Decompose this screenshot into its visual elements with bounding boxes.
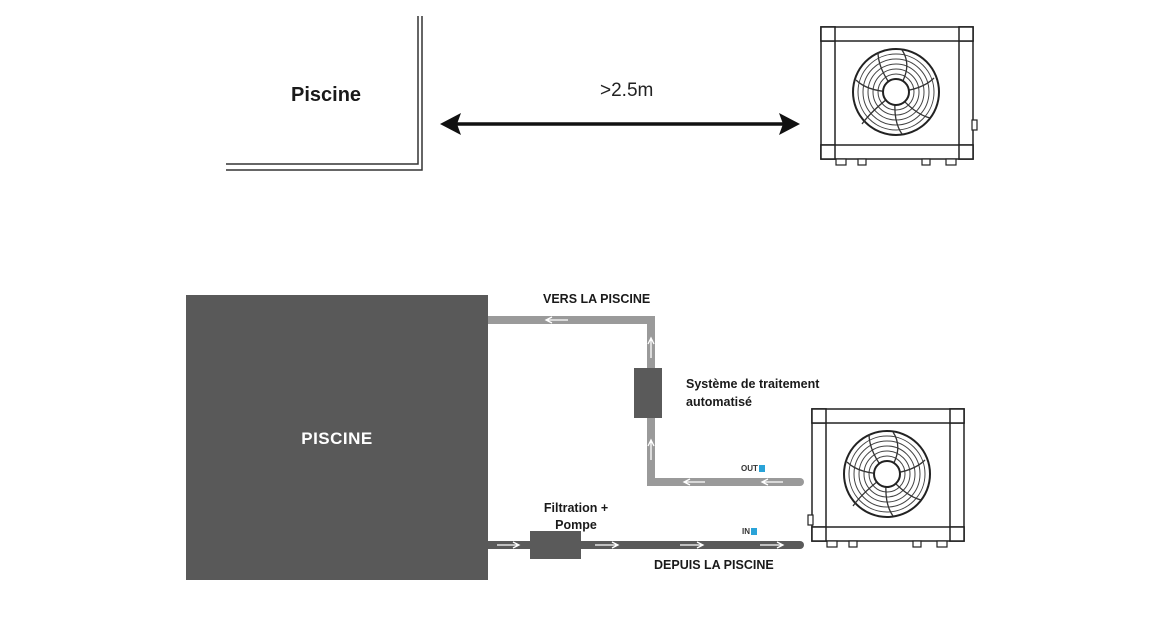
in-port-icon <box>751 528 757 535</box>
out-port-label: OUT <box>741 464 765 473</box>
filtration-pump-label: Filtration + Pompe <box>530 500 622 534</box>
return-line-label: VERS LA PISCINE <box>543 292 651 306</box>
pool-label-top: Piscine <box>291 84 362 106</box>
distance-label: >2.5m <box>600 80 654 101</box>
pool-box: PISCINE <box>186 295 488 580</box>
return-flow-arrows <box>544 316 783 486</box>
treatment-label-line2: automatisé <box>686 395 752 409</box>
in-port-label: IN <box>742 527 757 536</box>
out-port-text: OUT <box>741 464 758 473</box>
treatment-system-box <box>634 368 662 418</box>
heat-pump-bottom <box>807 408 965 548</box>
distance-arrow <box>440 113 800 135</box>
treatment-system-label: Système de traitement automatisé <box>686 375 819 411</box>
in-port-text: IN <box>742 527 750 536</box>
heat-pump-top <box>820 26 978 166</box>
filtration-label-line2: Pompe <box>555 518 597 532</box>
out-port-icon <box>758 465 765 472</box>
filtration-label-line1: Filtration + <box>543 501 609 515</box>
pool-box-label: PISCINE <box>301 429 373 448</box>
pool-outline-top <box>226 16 423 171</box>
treatment-label-line1: Système de traitement <box>686 377 820 391</box>
supply-flow-arrows <box>497 541 785 549</box>
supply-line-label: DEPUIS LA PISCINE <box>654 558 774 572</box>
filtration-pump-box <box>530 531 581 559</box>
